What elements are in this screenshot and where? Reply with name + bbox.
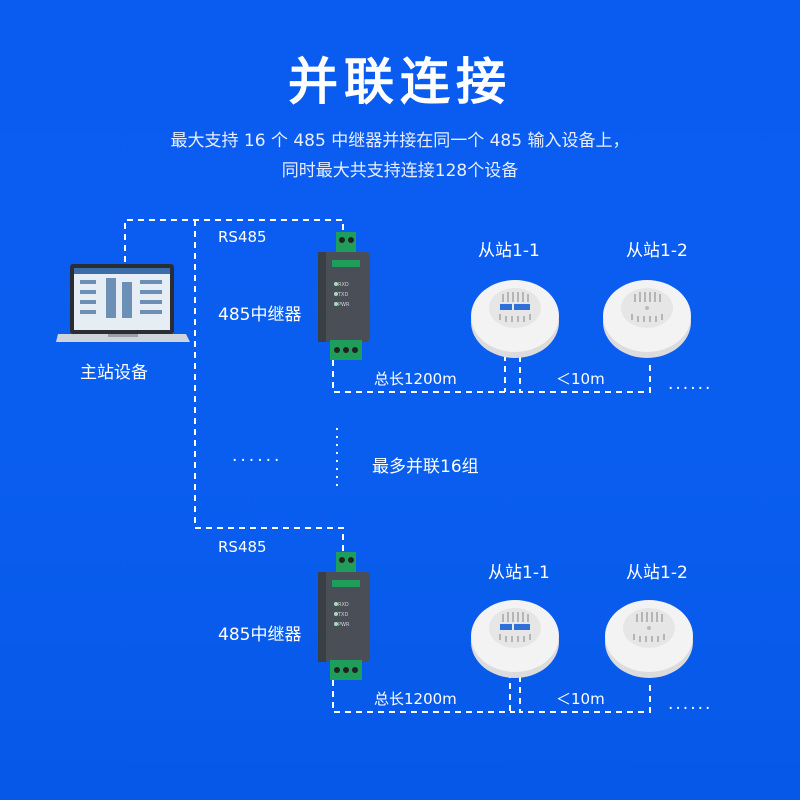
group2-spacing-line <box>519 676 651 713</box>
group1-total-length: 总长1200m <box>374 370 457 388</box>
group2-repeater-device: RXD TXD PWR <box>314 552 374 682</box>
group1-spacing-line <box>519 356 651 393</box>
group2-slave2-label: 从站1-2 <box>626 563 688 583</box>
middle-dots: ...... <box>232 446 283 466</box>
group2-more-dots: ...... <box>668 694 713 714</box>
group2-repeater-label: 485中继器 <box>218 625 302 645</box>
group2-led-txd: TXD <box>338 612 349 618</box>
group2-slave2-detector <box>604 592 694 686</box>
group1-slave2-detector <box>602 272 692 366</box>
group1-repeater-device: RXD TXD PWR <box>314 232 374 362</box>
group2-led-rxd: RXD <box>338 602 349 608</box>
group1-repeater-label: 485中继器 <box>218 305 302 325</box>
bus-line-top <box>124 219 344 262</box>
master-label: 主站设备 <box>80 363 148 383</box>
bus-line-trunk <box>194 220 344 556</box>
group1-led-rxd: RXD <box>338 282 349 288</box>
group1-spacing: ＜10m <box>556 370 605 388</box>
group1-slave1-label: 从站1-1 <box>478 241 540 261</box>
subtitle-line-2: 同时最大共支持连接128个设备 <box>281 161 519 181</box>
group2-slave1-detector <box>470 592 560 686</box>
group2-slave1-label: 从站1-1 <box>488 563 550 583</box>
group2-bus-label: RS485 <box>218 538 267 556</box>
group1-bus-label: RS485 <box>218 228 267 246</box>
master-laptop <box>56 262 196 356</box>
page-title: 并联连接 <box>288 53 512 111</box>
group1-slave1-detector <box>470 272 560 366</box>
group1-more-dots: ...... <box>668 374 713 394</box>
group1-led-pwr: PWR <box>338 302 350 308</box>
group2-total-length: 总长1200m <box>374 690 457 708</box>
group2-spacing: ＜10m <box>556 690 605 708</box>
group1-led-txd: TXD <box>338 292 349 298</box>
group2-led-pwr: PWR <box>338 622 350 628</box>
middle-note: 最多并联16组 <box>372 457 479 477</box>
group1-slave2-label: 从站1-2 <box>626 241 688 261</box>
subtitle-line-1: 最大支持 16 个 485 中继器并接在同一个 485 输入设备上， <box>170 131 630 151</box>
